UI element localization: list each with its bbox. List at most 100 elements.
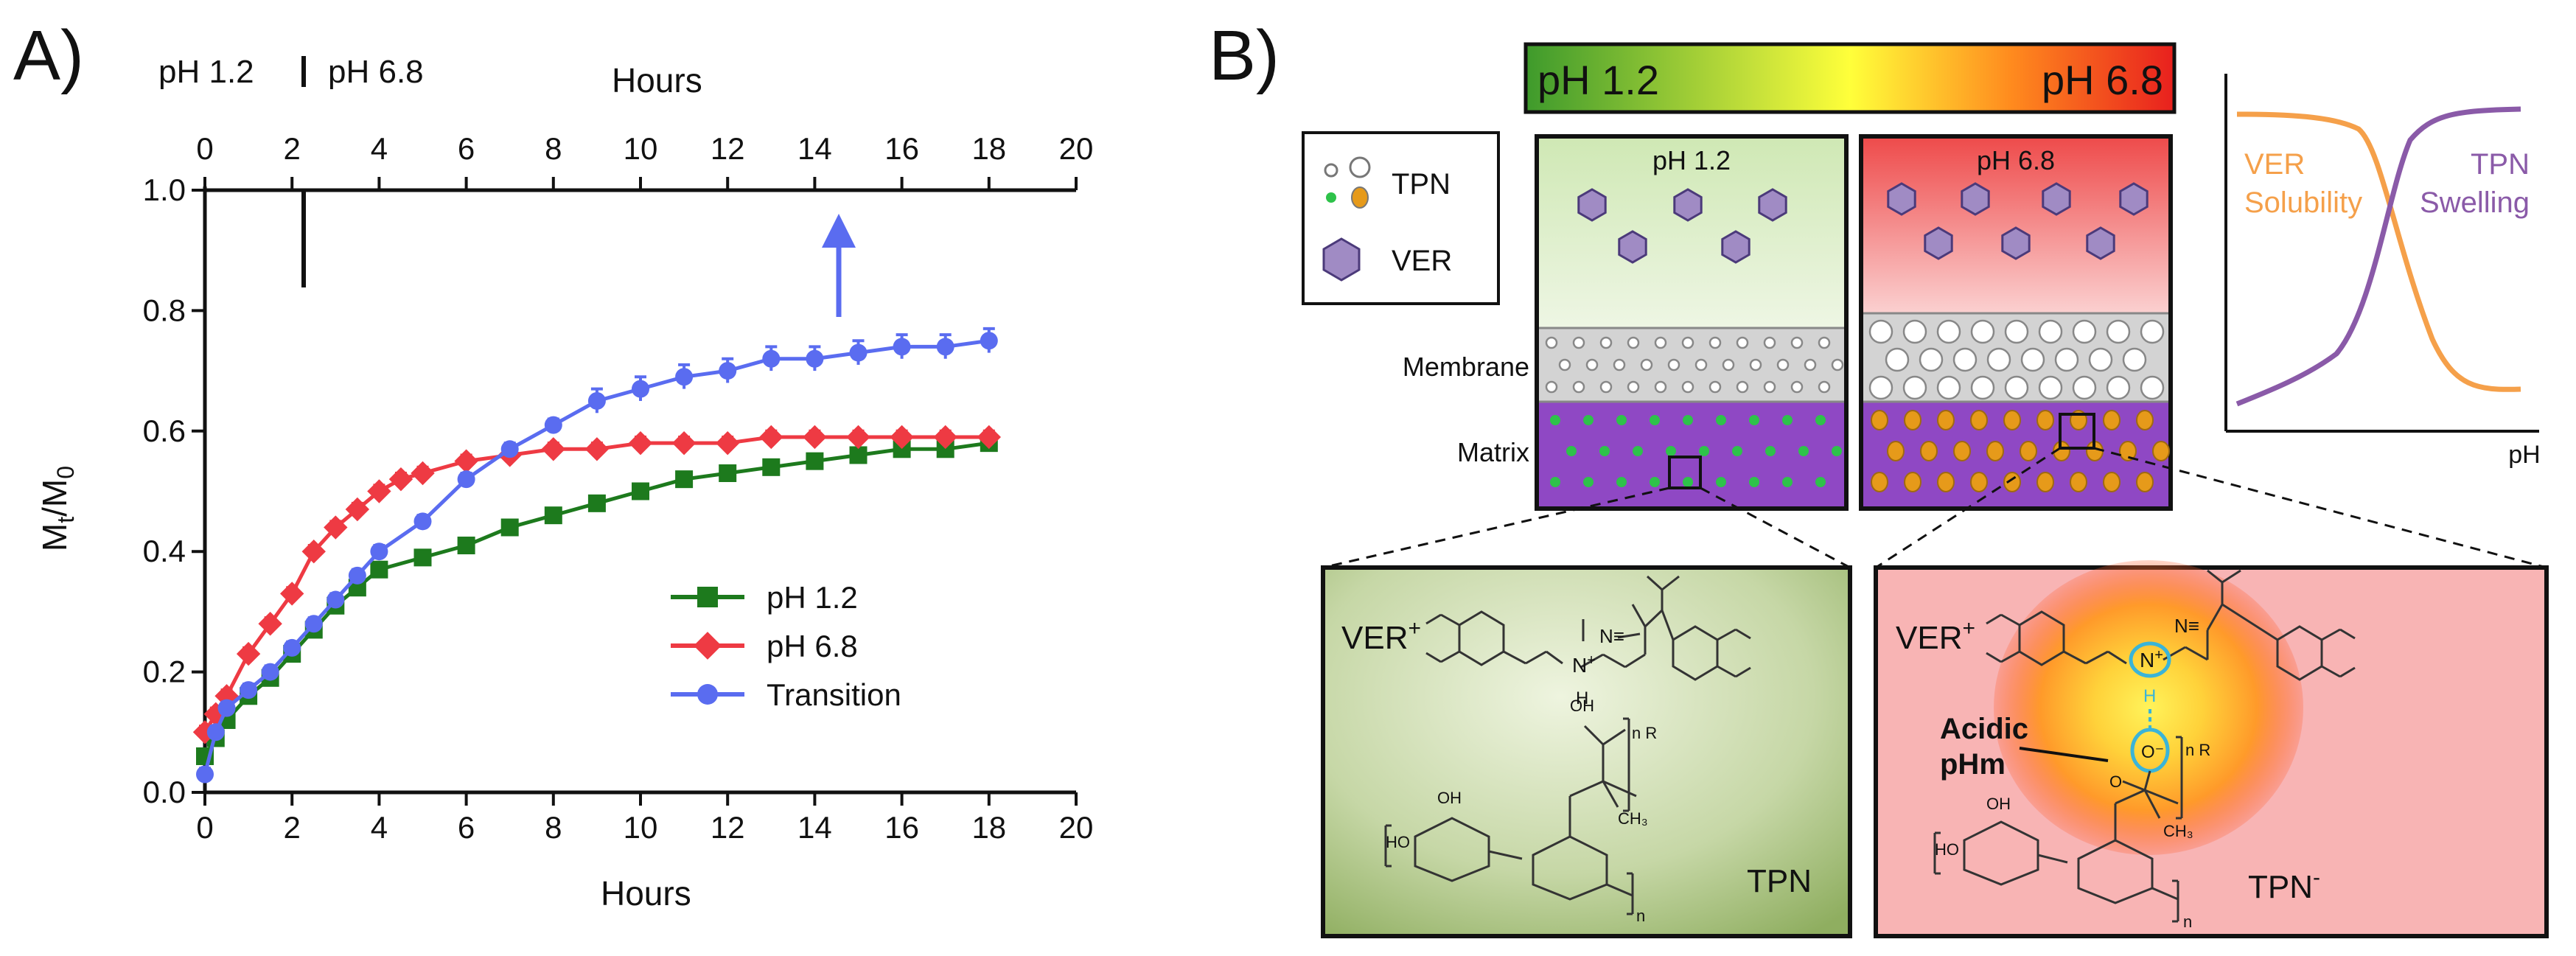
matrix-dot-green [1749,415,1759,425]
inset-chart: VER Solubility TPN Swelling pH [2224,74,2541,469]
legend-item-ph-6-8: pH 6.8 [671,629,858,663]
data-point-square [675,470,694,489]
matrix-dot-green [1749,477,1759,487]
data-point-circle [544,416,562,434]
zoom-left-oh1: OH [1437,789,1462,807]
matrix-dot-orange [1937,410,1955,430]
membrane-pore [2106,375,2131,400]
membrane-pore [1776,358,1790,371]
membrane-pore [1599,380,1613,394]
data-point-circle [304,615,323,633]
zoom-right-tpn: TPN- [2248,865,2320,905]
data-point-circle [283,638,301,657]
legend-item-transition: Transition [671,677,901,712]
data-point-diamond [541,437,565,461]
data-point-circle [980,332,998,350]
x-tick-label-bottom: 16 [884,810,919,845]
membrane-pore [1763,336,1776,349]
ver-hexagon-icon [1721,230,1751,264]
matrix-dot-green [1716,415,1726,425]
x-tick-label-top: 16 [884,131,919,166]
data-point-diamond [716,430,740,456]
y-axis-title: Mt/M0 [35,466,79,551]
membrane-pore [1681,336,1694,349]
membrane-pore [1986,347,2011,372]
data-point-square [762,458,781,476]
data-point-circle [936,338,954,356]
data-point-circle [719,362,737,380]
membrane-pore [1919,347,1944,372]
zoom-selector-left [1668,456,1702,489]
inset-ver-line2: Solubility [2244,186,2362,219]
membrane-pore [1708,336,1722,349]
legend-label: pH 6.8 [767,629,858,663]
matrix-dot-orange [2070,472,2087,492]
matrix-dot-orange [2119,441,2137,461]
membrane-pore [1640,358,1653,371]
data-point-diamond [367,479,391,503]
data-point-circle [348,566,366,585]
matrix-dot-orange [2020,441,2037,461]
matrix-dot-green [1716,477,1726,487]
data-point-circle [327,590,345,609]
data-point-circle [632,380,649,398]
data-point-square [587,494,606,512]
panel-a: A) pH 1.2 pH 6.8 Hours 00224466881010121… [13,16,1093,913]
data-point-square [806,452,824,470]
membrane-pore [1902,319,1927,344]
zoom-right-o-minus: O⁻ [2141,742,2164,762]
x-tick-label-top: 8 [545,131,562,166]
membrane-pore [1936,319,1961,344]
ph-left-label: pH 1.2 [158,54,254,90]
zoom-right-ammonium: N+ [2140,647,2163,671]
membrane-pore [2106,319,2131,344]
ver-hexagon-icon [2119,182,2149,216]
svg-text:Mt/M0: Mt/M0 [35,466,79,551]
x-tick-label-bottom: 4 [371,810,388,845]
matrix-dot-green [1583,477,1594,487]
device-ph12: pH 1.2 [1535,134,1849,511]
data-point-square [500,518,519,537]
x-tick-label-top: 18 [971,131,1006,166]
inset-xlabel: pH [2508,441,2540,469]
tpn-swelling-curve [2235,106,2521,407]
membrane-pore [1736,336,1749,349]
data-point-diamond [628,430,653,456]
membrane-pore [1790,336,1804,349]
y-title-mid: /M [35,479,74,517]
membrane-pore [1572,336,1585,349]
data-point-circle [893,338,911,356]
membrane-pore [1952,347,1978,372]
y-tick-label: 0.4 [143,534,186,568]
matrix-dot-orange [2136,472,2154,492]
acidic-line2: pHm [1940,748,2006,781]
matrix-dot-green [1550,477,1560,487]
ph-gradient-bar [1523,42,2177,114]
data-point-square [719,464,737,482]
data-point-diamond [694,632,722,660]
series-ph-6-8 [192,425,1001,744]
membrane-pore [2140,319,2165,344]
membrane-pore [1970,375,1995,400]
data-point-diamond [301,540,326,564]
zoom-left-nitrile: N≡ [1599,625,1624,647]
data-point-circle [217,699,236,717]
legend-ver-label: VER [1392,245,1452,277]
matrix-dot-green [1550,415,1560,425]
ver-hexagon-icon [2001,226,2031,260]
y-title-m: M [35,523,74,551]
gradient-right-label: pH 6.8 [2042,57,2163,103]
panel-a-label: A) [13,16,84,95]
data-point-circle [240,681,258,699]
matrix-dot-orange [1904,410,1921,430]
acidic-line1: Acidic [1940,713,2028,745]
data-point-circle [587,391,606,410]
membrane-pore [1585,358,1599,371]
x-tick-label-bottom: 12 [711,810,745,845]
particle-legend: TPN VER [1302,131,1500,305]
matrix-dot-green [1599,446,1610,456]
matrix-dot-orange [1871,472,1888,492]
membrane-pore [2054,347,2079,372]
membrane-pore [1868,375,1893,400]
matrix-label: Matrix [1457,437,1529,467]
